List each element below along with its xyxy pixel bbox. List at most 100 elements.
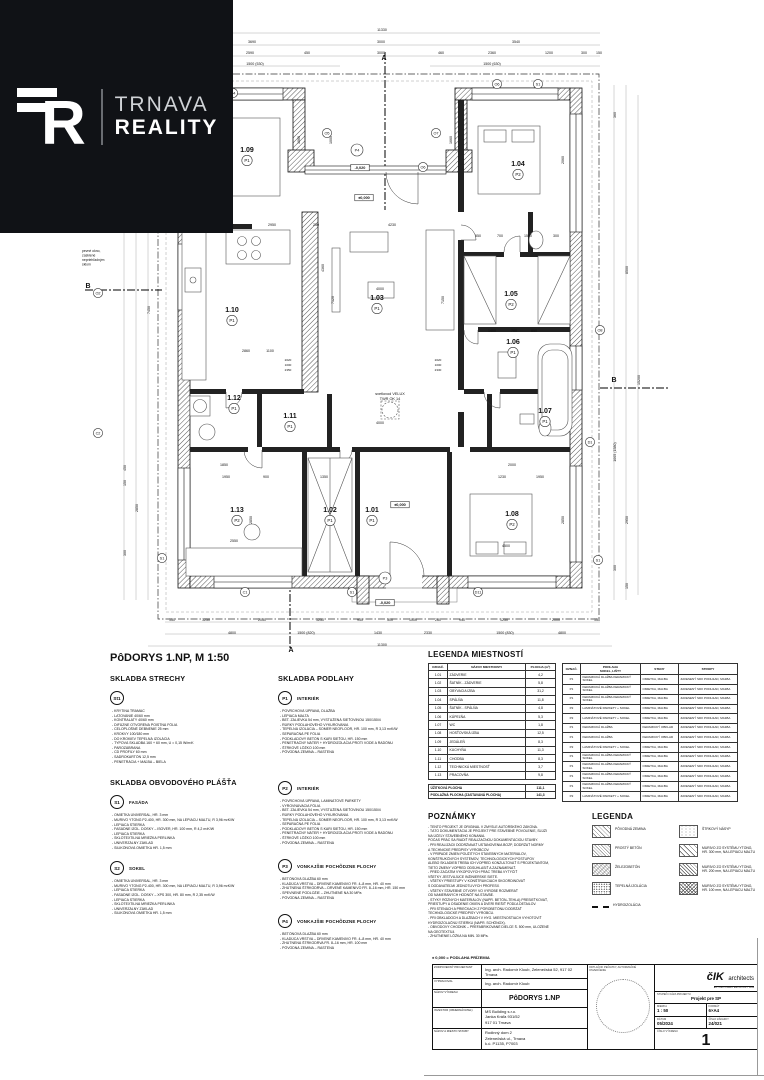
cell-plocha: 11,8 [525,695,556,705]
room-row: 1.04 SPÁLŇA 11,8 [428,695,556,705]
cell-oznac: 1.07 [428,720,448,730]
dim-label: 700 [497,234,503,238]
room-finish-circle [371,302,383,314]
layer-line: - VYROVNÁVACIA FÓLIA [280,803,321,808]
total-value: 141,3 [525,791,556,800]
cell-plocha: 5,8 [525,678,556,688]
plan-annotation: svetlovod VELUX [375,392,405,396]
reference-marker-circle [492,79,502,89]
layer-line: - LEPIACA STIERKA [112,822,145,827]
dim-label: 2850 [135,504,139,512]
s2-code-badge: S2 [110,861,124,876]
layer-line: - BETÓNOVÁ DLAŽBA 60 mm [280,932,328,937]
reference-marker-label: C2 [96,431,101,435]
roof-buildup-heading: SKLADBA STRECHY [110,674,186,683]
note-line: - VŠETKY PRIESTUPY V KONŠTRUKCIÁCH SKOOR… [428,879,526,884]
cell-oznac: 1.01 [428,669,448,680]
dim-label: 150 [169,618,175,622]
dim-label: 1850 [220,463,228,467]
title-block: ZODPOVEDNÝ PROJEKTANT Ing. arch. Radomír… [432,964,758,1050]
layer-line: - PENETRAČNÝ NÁTER + HYDROIZOLÁCIA PROTI… [280,741,393,746]
tb-row-investor: INVESTOR (OBJEDNÁVATEĽ) MS Building s.r.… [433,1007,587,1029]
layer-line: - KRYTINA TRAMAC [112,709,145,713]
layer-line: - SILIKÓNOVÁ OMIETKA HR. 1,5 mm [112,845,172,850]
layer-line: - LEPIACA STIERKA [112,888,145,893]
material-label: MURIVO ZO SYSTÉMU YTONG, HR. 100 mm, NA … [702,883,756,892]
cell-code: P1 [562,674,581,685]
cell-steny: OMIETKA, MAĽBA [640,751,679,763]
layer-line: - PÔVODNÁ ZEMINA – RASTENÁ [280,946,335,951]
dim-label: 1660 [449,136,453,144]
dim-label: 2060 [561,156,565,164]
room-row: 1.06 KÚPEĽŇA 5,3 [428,711,556,722]
dim-label: 1200 [545,51,553,55]
layer-line: - MURIVO YTONG P2-400, HR. 300 mm, NA LE… [112,817,235,822]
cell-code: P2 [562,791,581,802]
cell-oznac: 1.02 [428,678,448,688]
room-finish-code: P1 [369,518,375,523]
dim-label: 3690 [248,40,256,44]
room-finish-circle [284,420,296,432]
materials-heading: LEGENDA [592,811,634,821]
col-plocha: PLOCHA (m²) [525,663,556,671]
cell-plocha: 4,2 [525,669,556,680]
note-line: TECHNOLOGICKÉ PREDPISY VÝROBCU. [428,911,495,916]
dim-label: 1350 [320,475,328,479]
finish-row: P2 LAMINÁTOVÉ PARKETY + SOKEL OMIETKA, M… [562,742,739,753]
dim-label: 150 [625,583,629,589]
cell-podlaha: KERAMICKÁ DLAŽBA KERAMICKÝ SOKEL [580,761,641,773]
floor-item-p3: P3 VONKAJŠIE POCHÔDZNE PLOCHY - BETÓNOVÁ… [278,859,428,900]
reference-marker-label: O7 [433,131,438,135]
monogram-letter: R [41,89,86,156]
tb-row-projektant: ZODPOVEDNÝ PROJEKTANT Ing. arch. Radomír… [433,965,587,980]
datum-label: DÁTUM [657,1017,667,1021]
level-badge-box [350,164,370,172]
finishes-table: OZNAČ. PODLAHA SOKEL, LIŠTY STENY STROPY… [562,663,739,802]
layer-line: - UNIVERZÁLNY ZÁKLAD [112,840,154,845]
reference-marker-label: S1 [160,556,165,560]
layer-line: - TEPELNÁ IZOLÁCIA – SOMER NEOFLOOR, HR.… [280,817,398,822]
cell-oznac: 1.11 [428,753,448,764]
material-item: PÔVODNÁ ZEMINA [592,824,673,838]
floor-buildup-heading: SKLADBA PODLAHY [278,674,355,683]
dim-label: 2000 [552,618,560,622]
dim-label: 4500 [502,544,510,548]
cell-plocha: 11,3 [525,745,556,755]
layer-line: - TYPOVÁ SKLADBA 160 + 60 mm, U = 0,15 W… [112,741,194,746]
cell-oznac: 1.13 [428,770,448,781]
layer-line: - SEPARAČNÁ PE FÓLIA [280,822,321,827]
note-line: - V PRÍPADE ZMIEN POUŽITÝCH STAVEBNÝCH M… [428,852,527,857]
room-finish-circle [366,514,378,526]
cell-code: P1 [562,693,581,705]
cell-podlaha: KERAMICKÁ DLAŽBA KERAMICKÝ SOKEL [580,683,641,695]
p3-name: VONKAJŠIE POCHÔDZNE PLOCHY [297,863,377,869]
reference-marker-circle [595,325,605,335]
layer-line: - SADROKARTÓN 12,5 mm [112,755,156,760]
note-line: - PRI OBKLADOCH A DLAŽBÁCH V HYG. MIESTN… [428,915,542,920]
doors [225,171,521,589]
reference-marker-label: S1 [596,558,601,562]
cislo-label: ČÍSLO VÝKRESU [657,1029,678,1033]
tb-value: Rodinný dom 2 Zelenečská ul., Trnava k.ú… [485,1030,526,1046]
note-line: PRIESTUPY A OSADENIE OKIEN A DVERÍ RIEŠI… [428,902,537,907]
cell-nazov: ZÁDVERIE [447,669,526,680]
hatch-swatch-icon [592,881,611,895]
material-label: PÔVODNÁ ZEMINA [615,826,646,831]
reference-marker-circle [378,571,392,585]
finish-row: P1 KERAMICKÁ DLAŽBA KERAMICKÝ SOKEL OMIE… [562,683,739,695]
cell-steny: OMIETKA, MAĽBA [640,791,679,802]
dim-label: 7120 [331,296,335,304]
plan-annotation: zasklené [82,254,95,258]
format-label: FORMÁT [708,1005,720,1009]
cell-steny: OMIETKA, MAĽBA [640,713,679,724]
dim-label: 300 [613,565,617,571]
material-item: TEPELNÁ IZOLÁCIA [592,881,673,895]
cell-plocha: 9,8 [525,770,556,781]
layer-line: - PÔVODNÁ ZEMINA – RASTENÁ [280,750,335,755]
room-number: 1.11 [283,413,296,420]
dim-label: 1000 [329,136,333,144]
note-line: - PRI STENÁCH A PRIEČKACH Z PÓROBETÓNU D… [428,906,522,911]
finish-row: P1 KERAMICKÁ DLAŽBA KERAMICKÝ OBKLAD ZAV… [562,722,739,734]
cell-stropy: ZAVESENÝ SDK PODHĽAD, MAĽBA [677,791,739,802]
s2-name: SOKEL [129,865,146,871]
